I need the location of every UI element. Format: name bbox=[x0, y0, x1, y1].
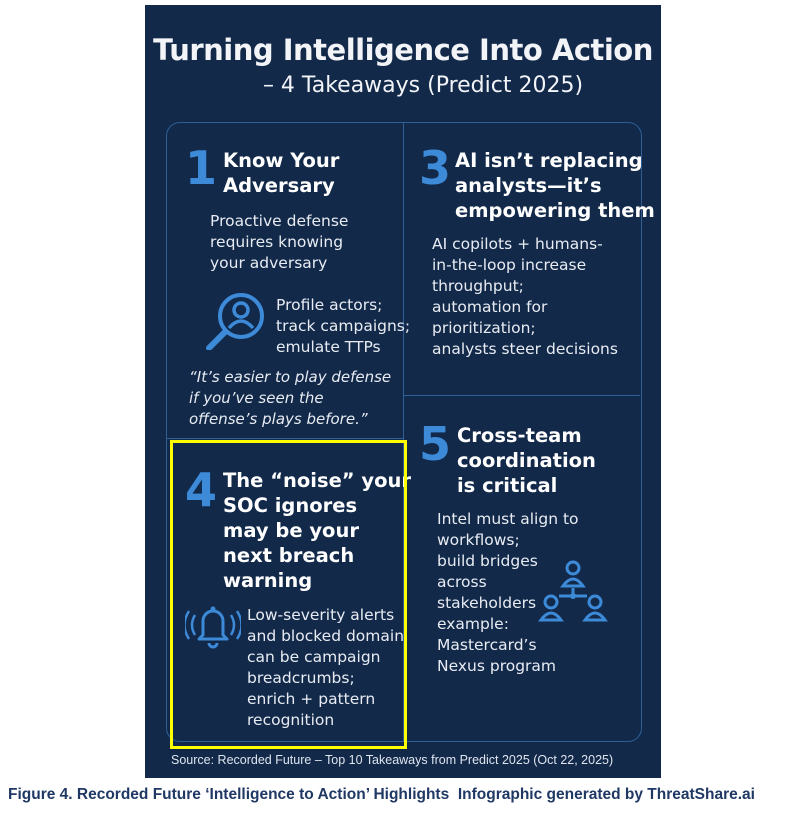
body-line: workflows; bbox=[437, 531, 520, 549]
team-network-icon bbox=[538, 560, 608, 622]
source-note: Source: Recorded Future – Top 10 Takeawa… bbox=[171, 753, 614, 767]
body-line: and blocked domain bbox=[247, 627, 405, 645]
quote-line: offense’s plays before.” bbox=[189, 410, 368, 428]
takeaway-number: 5 bbox=[419, 417, 452, 471]
heading-line: SOC ignores bbox=[223, 494, 358, 517]
heading-line: next breach bbox=[223, 544, 355, 567]
heading-line: may be your bbox=[223, 519, 359, 542]
quote-line: “It’s easier to play defense bbox=[189, 368, 392, 386]
body-line: breadcrumbs; bbox=[247, 669, 355, 687]
heading-line: AI isn’t replacing bbox=[455, 149, 643, 172]
heading-line: warning bbox=[223, 569, 313, 592]
body-line: stakeholders bbox=[437, 594, 537, 612]
body-line: prioritization; bbox=[432, 319, 536, 337]
takeaway-number: 4 bbox=[185, 463, 218, 517]
takeaway-heading: Know Your Adversary bbox=[223, 148, 339, 198]
body-line: Proactive defense bbox=[210, 212, 349, 230]
takeaway-body: Intel must align to workflows; build bri… bbox=[437, 509, 579, 677]
body-line: recognition bbox=[247, 711, 335, 729]
body-line: throughput; bbox=[432, 277, 524, 295]
heading-line: is critical bbox=[457, 474, 558, 497]
divider bbox=[403, 395, 640, 396]
icon-caption: Profile actors; track campaigns; emulate… bbox=[276, 295, 410, 358]
bell-alert-icon bbox=[185, 606, 241, 649]
heading-line: empowering them bbox=[455, 199, 655, 222]
body-line: requires knowing bbox=[210, 233, 344, 251]
body-line: Profile actors; bbox=[276, 296, 383, 314]
takeaway-number: 1 bbox=[185, 141, 218, 195]
quote-line: if you’ve seen the bbox=[189, 389, 324, 407]
body-line: across bbox=[437, 573, 487, 591]
body-line: analysts steer decisions bbox=[432, 340, 618, 358]
body-line: example: bbox=[437, 615, 509, 633]
infographic-title: Turning Intelligence Into Action bbox=[153, 33, 653, 67]
body-line: Intel must align to bbox=[437, 510, 579, 528]
infographic-subtitle: – 4 Takeaways (Predict 2025) bbox=[262, 73, 584, 98]
body-line: build bridges bbox=[437, 552, 538, 570]
body-line: in-the-loop increase bbox=[432, 256, 587, 274]
heading-line: analysts—it’s bbox=[455, 174, 602, 197]
infographic: Turning Intelligence Into Action – 4 Tak… bbox=[145, 5, 661, 778]
quote: “It’s easier to play defense if you’ve s… bbox=[189, 367, 391, 430]
body-line: Mastercard’s bbox=[437, 636, 537, 654]
heading-line: Know Your bbox=[223, 149, 340, 172]
body-line: Low-severity alerts bbox=[247, 606, 395, 624]
body-line: enrich + pattern bbox=[247, 690, 376, 708]
heading-line: Cross-team bbox=[457, 424, 582, 447]
heading-line: The “noise” your bbox=[223, 469, 412, 492]
heading-line: Adversary bbox=[223, 174, 335, 197]
takeaway-body: AI copilots + humans- in-the-loop increa… bbox=[432, 234, 618, 360]
takeaway-body: Low-severity alerts and blocked domain c… bbox=[247, 605, 404, 731]
figure-caption: Figure 4. Recorded Future ‘Intelligence … bbox=[8, 786, 755, 803]
takeaway-heading: Cross-team coordination is critical bbox=[457, 423, 596, 498]
body-line: Nexus program bbox=[437, 657, 557, 675]
takeaway-body: Proactive defense requires knowing your … bbox=[210, 211, 348, 274]
body-line: emulate TTPs bbox=[276, 338, 381, 356]
body-line: automation for bbox=[432, 298, 548, 316]
heading-line: coordination bbox=[457, 449, 596, 472]
takeaway-heading: AI isn’t replacing analysts—it’s empower… bbox=[455, 148, 655, 223]
takeaway-number: 3 bbox=[419, 141, 452, 195]
takeaway-heading: The “noise” your SOC ignores may be your… bbox=[223, 468, 411, 593]
body-line: can be campaign bbox=[247, 648, 381, 666]
divider bbox=[166, 438, 403, 439]
body-line: AI copilots + humans- bbox=[432, 235, 603, 253]
body-line: track campaigns; bbox=[276, 317, 411, 335]
highlight-box bbox=[170, 440, 407, 749]
magnifier-user-icon bbox=[206, 293, 264, 350]
divider bbox=[403, 122, 404, 742]
body-line: your adversary bbox=[210, 254, 328, 272]
